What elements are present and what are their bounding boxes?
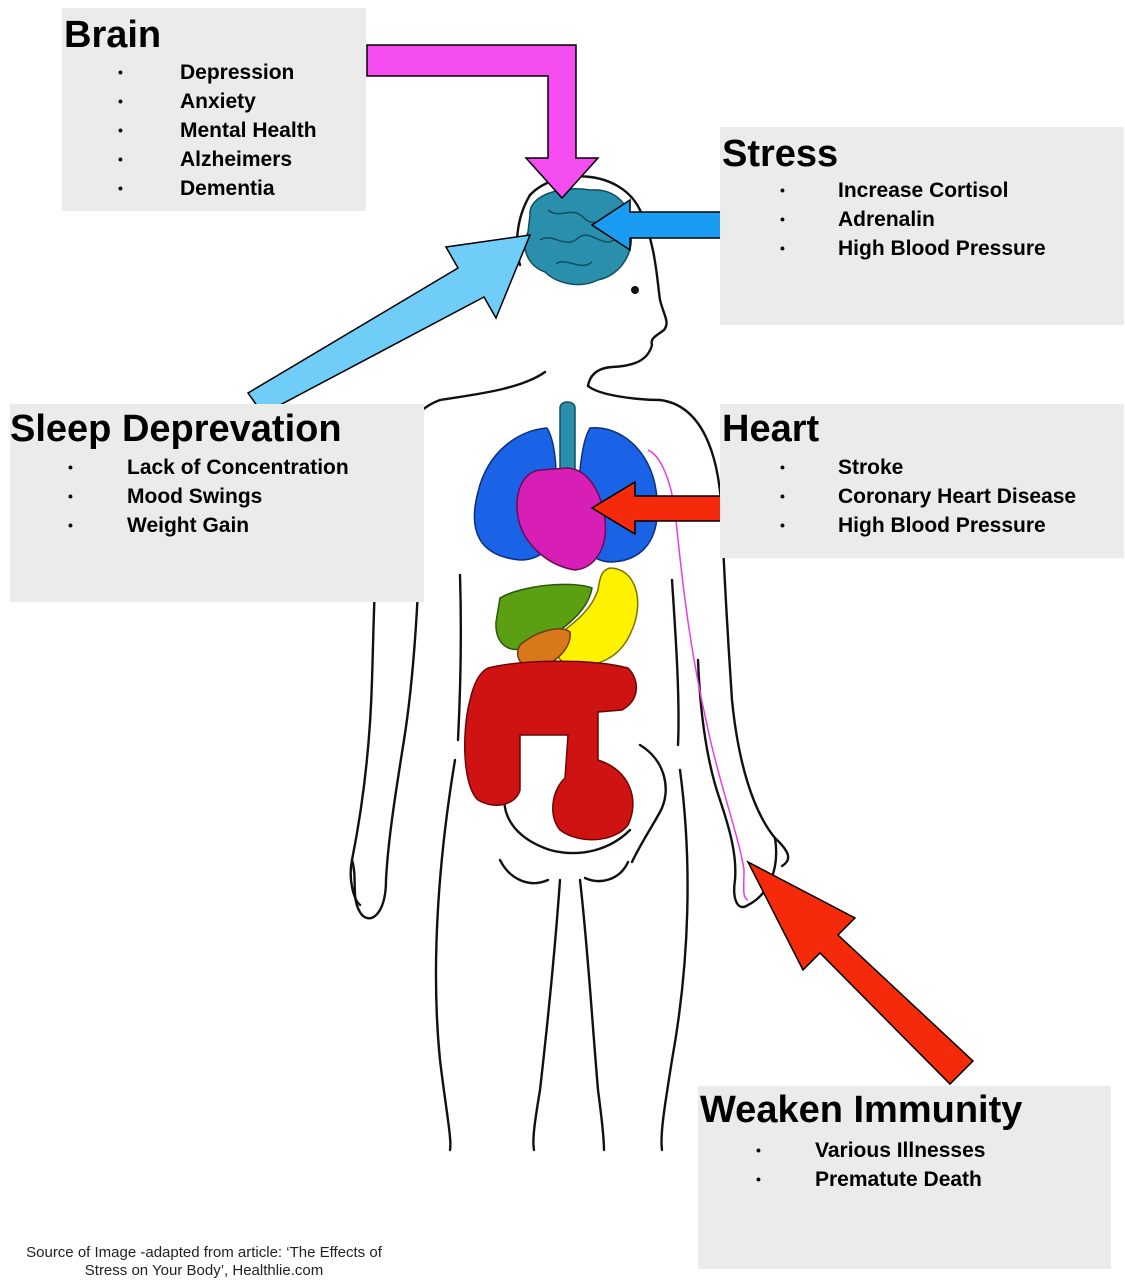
intestines — [465, 661, 637, 839]
brain-list: •Depression •Anxiety •Mental Health •Alz… — [118, 58, 317, 203]
sleep-list: •Lack of Concentration •Mood Swings •Wei… — [68, 453, 349, 540]
stress-box: Stress •Increase Cortisol •Adrenalin •Hi… — [720, 127, 1124, 325]
list-item: •Adrenalin — [780, 205, 1046, 234]
list-item: •Lack of Concentration — [68, 453, 349, 482]
list-item: •Mood Swings — [68, 482, 349, 511]
immunity-arrow — [748, 862, 973, 1084]
sleep-box: Sleep Deprevation •Lack of Concentration… — [10, 404, 424, 602]
stress-title: Stress — [722, 134, 838, 174]
list-item: •Increase Cortisol — [780, 176, 1046, 205]
immunity-list: •Various Illnesses •Prematute Death — [756, 1136, 985, 1194]
stress-list: •Increase Cortisol •Adrenalin •High Bloo… — [780, 176, 1046, 263]
list-item: •Anxiety — [118, 87, 317, 116]
eye — [631, 286, 639, 294]
source-caption: Source of Image -adapted from article: ‘… — [4, 1244, 404, 1280]
sleep-arrow — [248, 235, 530, 414]
heart-title: Heart — [722, 409, 819, 449]
brain-title: Brain — [64, 15, 161, 55]
brain-arrow — [367, 45, 598, 198]
sleep-title: Sleep Deprevation — [10, 409, 342, 449]
list-item: •Depression — [118, 58, 317, 87]
list-item: •Mental Health — [118, 116, 317, 145]
list-item: •High Blood Pressure — [780, 234, 1046, 263]
list-item: •Alzheimers — [118, 145, 317, 174]
list-item: •Prematute Death — [756, 1165, 985, 1194]
immunity-title: Weaken Immunity — [700, 1090, 1022, 1130]
brain-box: Brain •Depression •Anxiety •Mental Healt… — [62, 8, 366, 211]
list-item: •Various Illnesses — [756, 1136, 985, 1165]
list-item: •Weight Gain — [68, 511, 349, 540]
heart-box: Heart •Stroke •Coronary Heart Disease •H… — [720, 404, 1124, 558]
list-item: •Dementia — [118, 174, 317, 203]
list-item: •Stroke — [780, 453, 1076, 482]
immunity-box: Weaken Immunity •Various Illnesses •Prem… — [698, 1086, 1111, 1269]
list-item: •Coronary Heart Disease — [780, 482, 1076, 511]
list-item: •High Blood Pressure — [780, 511, 1076, 540]
heart-list: •Stroke •Coronary Heart Disease •High Bl… — [780, 453, 1076, 540]
